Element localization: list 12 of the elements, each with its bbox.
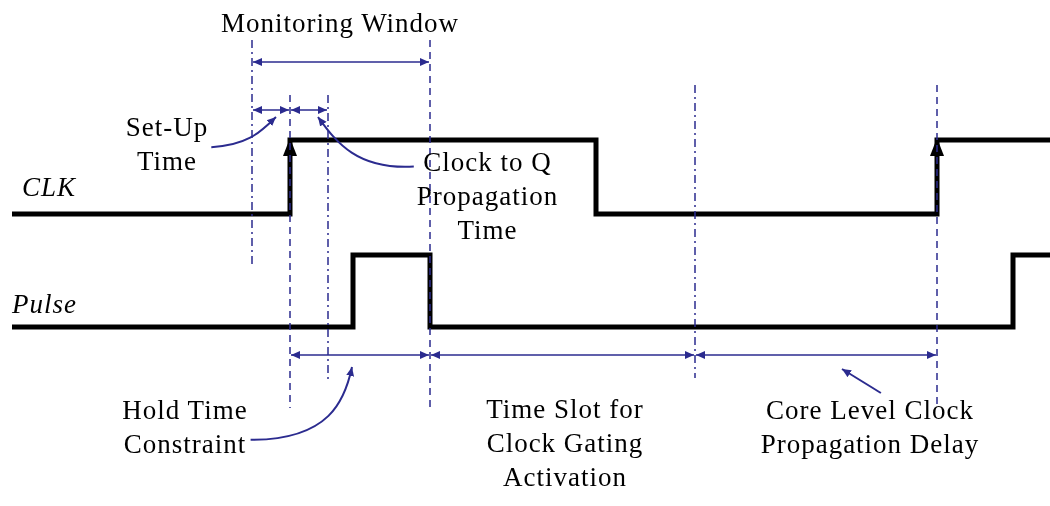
leader-line [210,116,277,149]
signal-label: Pulse [12,288,78,321]
signal-label: CLK [22,171,78,204]
callout-text: Set-Up Time [112,110,222,178]
callout-text: Core Level Clock Propagation Delay [725,393,1015,461]
leader-line [249,366,354,441]
window-label: Monitoring Window [219,7,461,40]
callout-text: Hold Time Constraint [95,393,275,461]
leader-line [841,368,882,394]
interval-label: Time Slot for Clock Gating Activation [485,393,645,494]
leader-line [317,116,415,168]
callout-text: Clock to Q Propagation Time [395,145,580,247]
